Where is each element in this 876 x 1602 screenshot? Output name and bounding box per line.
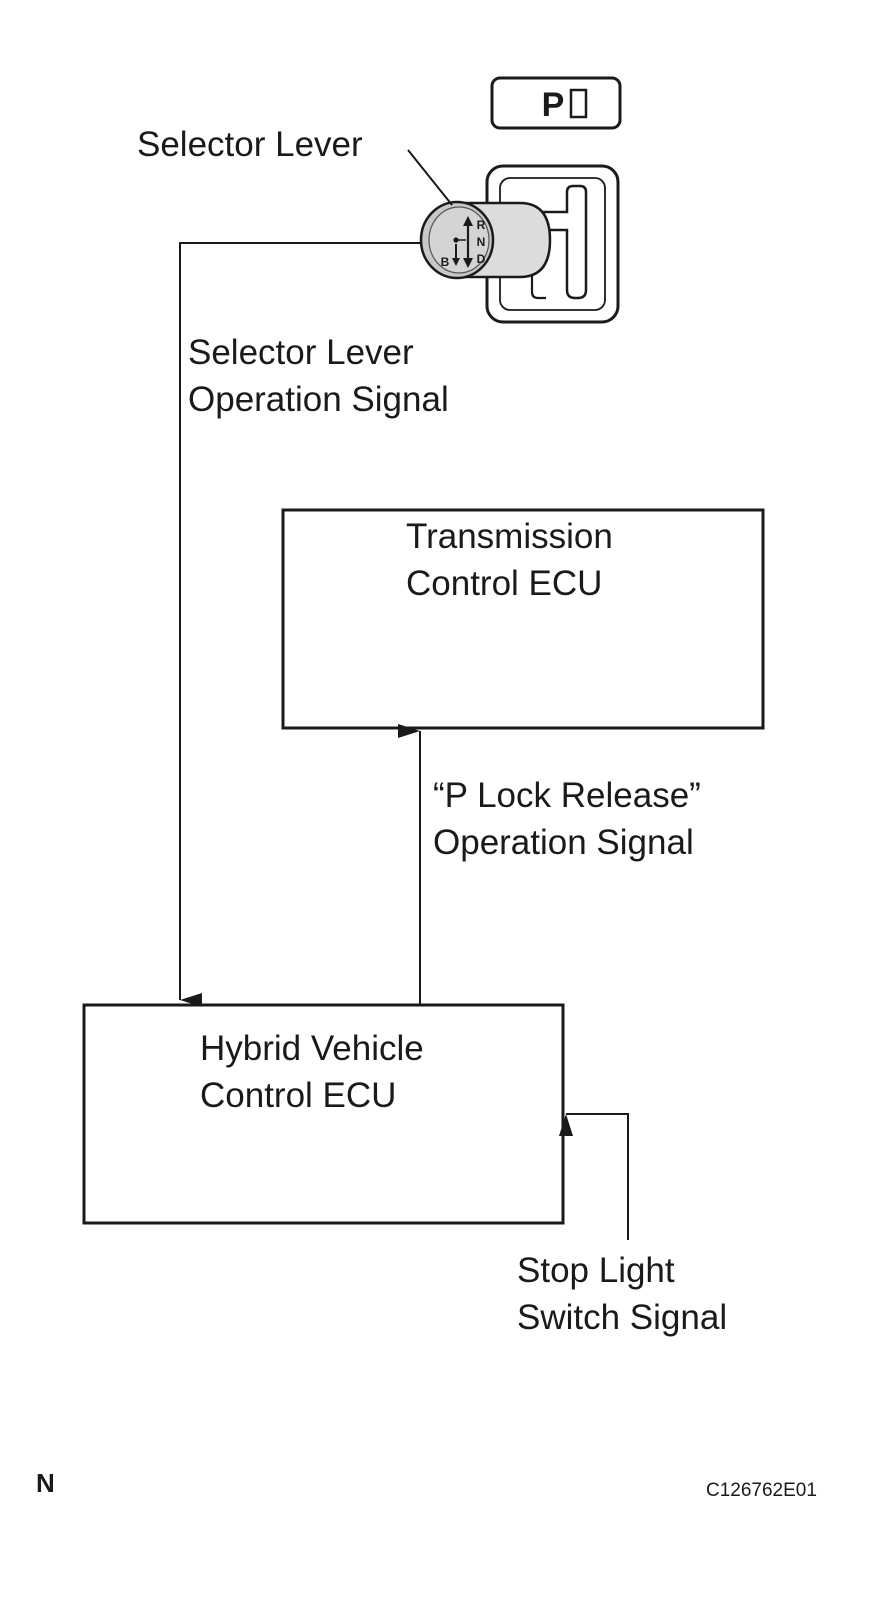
p-lock-signal-label-line-2: Operation Signal [433, 823, 694, 862]
knob-letter-r: R [477, 218, 486, 232]
transmission-ecu-label: Transmission Control ECU [406, 513, 613, 607]
p-lock-signal-label-line-1: “P Lock Release” [433, 776, 701, 815]
selector-lever-leader [407, 149, 453, 206]
stop-light-signal-label: Stop Light Switch Signal [517, 1247, 727, 1341]
footer-left-mark: N [36, 1468, 55, 1498]
stop-light-signal-line [559, 1113, 629, 1240]
knob-letter-d: D [477, 252, 486, 266]
selector-signal-label-line-1: Selector Lever [188, 333, 414, 372]
transmission-ecu-label-line-1: Transmission [406, 517, 613, 556]
transmission-ecu-box [281, 508, 765, 730]
p-lock-signal-label: “P Lock Release” Operation Signal [433, 772, 701, 866]
transmission-ecu-label-line-2: Control ECU [406, 564, 603, 603]
stop-light-signal-label-line-1: Stop Light [517, 1251, 675, 1290]
hybrid-ecu-label-line-2: Control ECU [200, 1076, 397, 1115]
selector-signal-label: Selector Lever Operation Signal [188, 329, 449, 423]
selector-signal-label-line-2: Operation Signal [188, 380, 449, 419]
selector-lever-knob: R N D B [419, 200, 552, 280]
hybrid-ecu-label: Hybrid Vehicle Control ECU [200, 1025, 424, 1119]
p-indicator: P [490, 76, 622, 130]
p-indicator-letter: P [542, 86, 565, 124]
knob-letter-n: N [477, 235, 486, 249]
selector-lever-label-text: Selector Lever [137, 125, 363, 164]
p-indicator-lamp [569, 88, 588, 119]
hybrid-ecu-box [82, 1003, 565, 1225]
stop-light-signal-label-line-2: Switch Signal [517, 1298, 728, 1337]
hybrid-ecu-label-line-1: Hybrid Vehicle [200, 1029, 424, 1068]
figure-code: C126762E01 [706, 1480, 817, 1501]
selector-lever-label: Selector Lever [137, 121, 363, 168]
selector-signal-line [179, 242, 421, 1007]
knob-letter-b: B [441, 255, 450, 269]
